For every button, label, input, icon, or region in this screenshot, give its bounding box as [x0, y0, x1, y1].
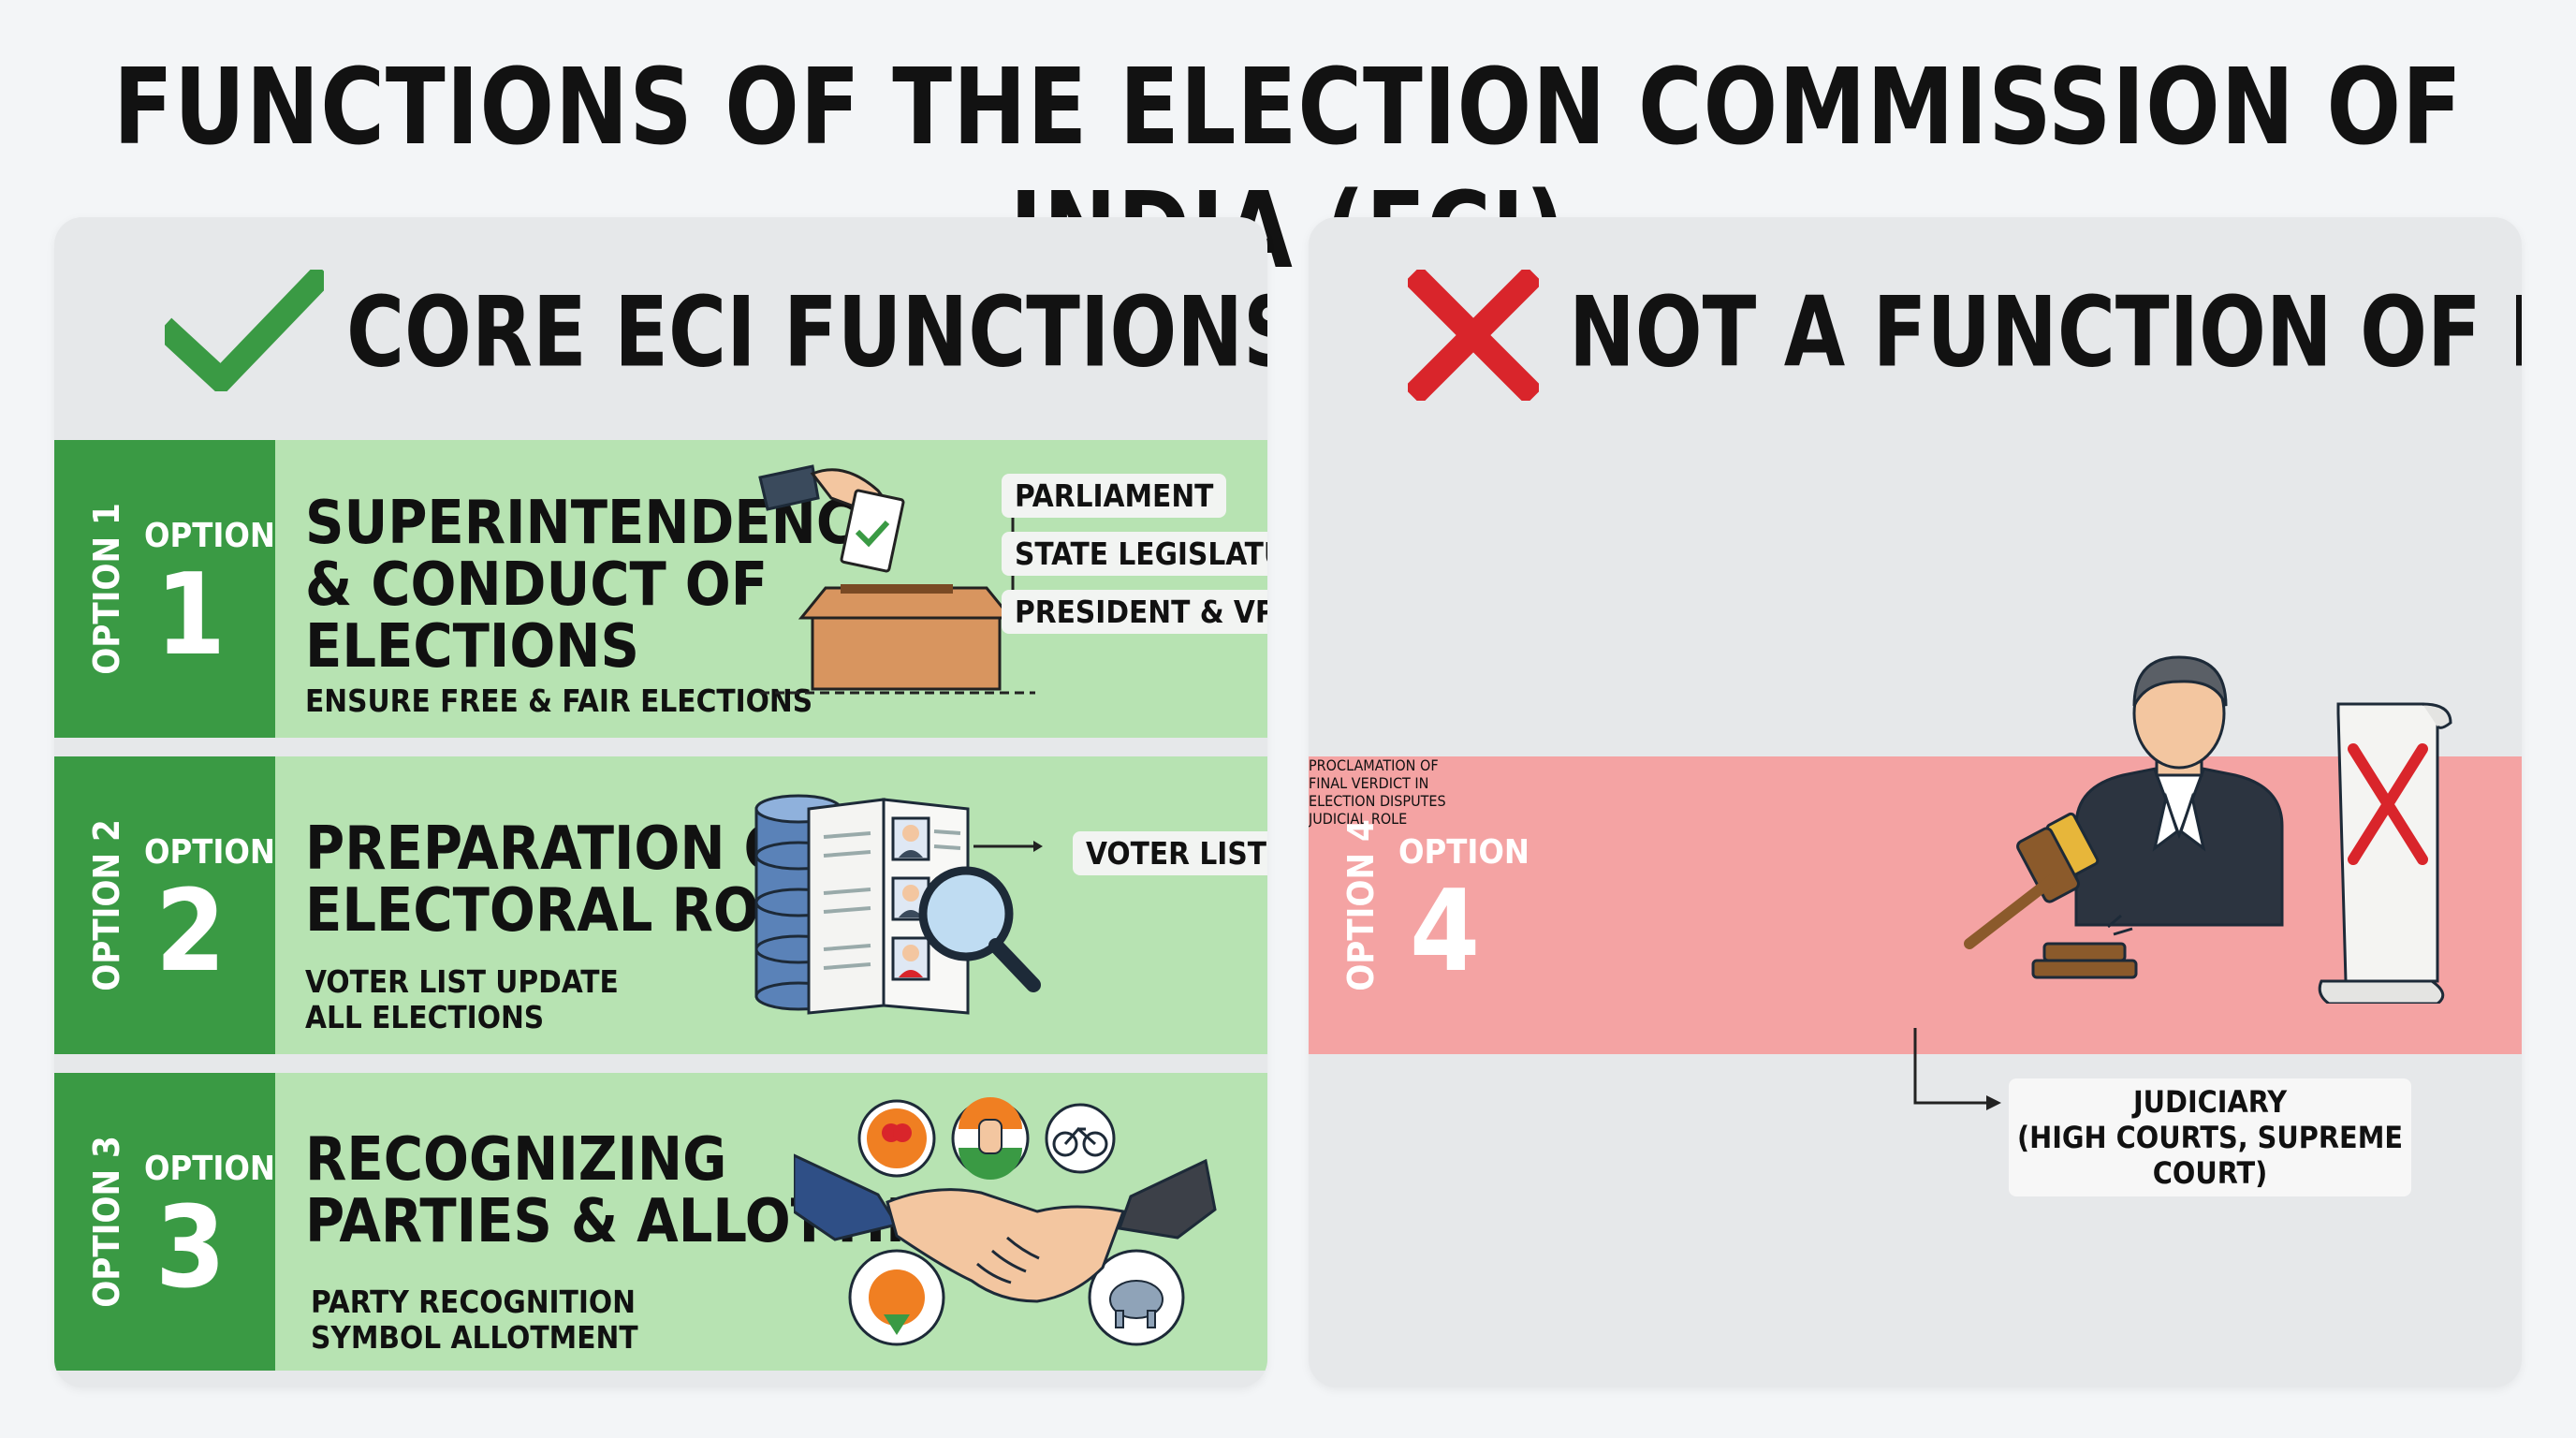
- option-2-number: 2: [155, 867, 227, 997]
- option-1-title: SUPERINTENDENCE & CONDUCT OF ELECTIONS: [305, 489, 893, 682]
- option-1-label: OPTION: [144, 517, 276, 555]
- option-2-row: OPTION 2 OPTION 2 PREPARATION OF ELECTOR…: [54, 756, 1267, 1054]
- option-3-vertical-label: OPTION 3: [86, 1136, 127, 1308]
- cross-icon: [1408, 270, 1539, 401]
- option-2-label: OPTION: [144, 833, 276, 872]
- not-function-heading: NOT A FUNCTION OF ECI: [1569, 277, 2522, 389]
- option-4-label: OPTION: [1398, 833, 1530, 872]
- option-4-subtitle: JUDICIAL ROLE: [1309, 810, 1408, 828]
- option-1-vertical-label: OPTION 1: [86, 503, 127, 675]
- core-functions-header: CORE ECI FUNCTIONS: [54, 217, 1267, 438]
- core-functions-panel: CORE ECI FUNCTIONS OPTION 1 OPTION 1 SUP…: [54, 217, 1267, 1387]
- option-4-number: 4: [1410, 867, 1481, 997]
- option-1-row: OPTION 1 OPTION 1 SUPERINTENDENCE & COND…: [54, 440, 1267, 738]
- not-function-panel: NOT A FUNCTION OF ECI OPTION 4 OPTION 4 …: [1309, 217, 2522, 1387]
- option-4-title: PROCLAMATION OF FINAL VERDICT IN ELECTIO…: [1309, 756, 1446, 810]
- handshake-party-symbols-icon: [794, 1097, 1217, 1346]
- core-functions-heading: CORE ECI FUNCTIONS: [346, 277, 1267, 389]
- option-3-subtitle: PARTY RECOGNITION SYMBOL ALLOTMENT: [311, 1284, 638, 1356]
- option-4-row: OPTION 4 OPTION 4 PROCLAMATION OF FINAL …: [1309, 756, 2522, 1054]
- option-2-subtitle: VOTER LIST UPDATE ALL ELECTIONS: [305, 963, 619, 1035]
- judiciary-connector-arrow: [1913, 1028, 2001, 1110]
- option-1-tab: OPTION 1 OPTION 1: [54, 440, 275, 738]
- judiciary-label: JUDICIARY (HIGH COURTS, SUPREME COURT): [2009, 1078, 2411, 1196]
- option-2-tab: OPTION 2 OPTION 2: [54, 756, 275, 1054]
- checkmark-icon: [165, 270, 324, 391]
- not-function-header: NOT A FUNCTION OF ECI: [1309, 217, 2522, 438]
- option-1-number: 1: [155, 550, 227, 681]
- tag-president-vp: PRESIDENT & VP: [1002, 590, 1267, 634]
- electoral-roll-database-icon: [754, 794, 1043, 1015]
- option-1-subtitle: ENSURE FREE & FAIR ELECTIONS: [305, 682, 813, 719]
- option-4-vertical-label: OPTION 4: [1340, 819, 1382, 991]
- option-2-vertical-label: OPTION 2: [86, 819, 127, 991]
- tag-state-legislatures: STATE LEGISLATURES: [1002, 532, 1267, 576]
- option-3-number: 3: [155, 1183, 227, 1313]
- tag-voter-list: VOTER LIST: [1073, 831, 1267, 875]
- option-3-tab: OPTION 3 OPTION 3: [54, 1073, 275, 1371]
- judge-gavel-icon: [1964, 655, 2452, 1004]
- option-3-row: OPTION 3 OPTION 3 RECOGNIZING PARTIES & …: [54, 1073, 1267, 1371]
- ballot-box-icon: [758, 464, 1035, 695]
- option-3-label: OPTION: [144, 1150, 276, 1188]
- tag-parliament-label: PARLIAMENT: [1002, 474, 1227, 518]
